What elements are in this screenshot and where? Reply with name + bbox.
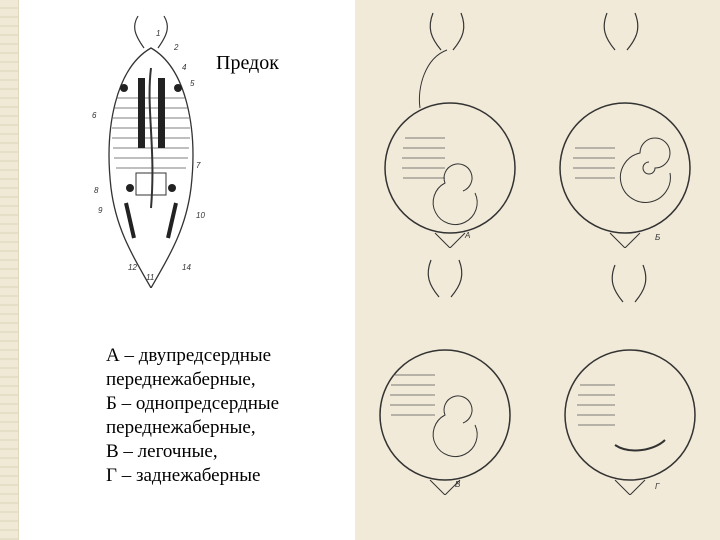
svg-text:1: 1 [156, 29, 160, 38]
svg-text:11: 11 [146, 273, 154, 282]
diagram-v: В [379, 259, 511, 495]
caption-line: переднежаберные, [106, 417, 256, 438]
caption-line: Г – заднежаберные [106, 465, 261, 486]
page-edge-texture [0, 0, 19, 540]
diagram-a: А [384, 12, 516, 248]
diagram-b: Б [559, 12, 691, 248]
svg-text:6: 6 [92, 111, 97, 120]
svg-text:14: 14 [182, 263, 191, 272]
svg-text:А: А [464, 231, 470, 240]
diagram-g: Г [564, 264, 696, 495]
svg-text:Г: Г [655, 482, 660, 491]
svg-text:Б: Б [655, 233, 660, 242]
svg-text:10: 10 [196, 211, 205, 220]
svg-text:В: В [455, 480, 461, 489]
figure-plate: А Б В Г [355, 0, 720, 540]
svg-text:9: 9 [98, 206, 103, 215]
svg-text:5: 5 [190, 79, 195, 88]
svg-text:7: 7 [196, 161, 201, 170]
caption-line: В – легочные, [106, 441, 218, 462]
caption-line: А – двупредсердные [106, 345, 272, 366]
svg-text:8: 8 [94, 186, 99, 195]
figure-caption: А – двупредсердные переднежаберные, Б – … [106, 344, 356, 488]
caption-line: переднежаберные, [106, 369, 256, 390]
svg-text:12: 12 [128, 263, 137, 272]
caption-line: Б – однопредсердные [106, 393, 280, 414]
svg-text:2: 2 [173, 43, 179, 52]
svg-text:4: 4 [182, 63, 187, 72]
ancestor-title: Предок [216, 52, 279, 74]
